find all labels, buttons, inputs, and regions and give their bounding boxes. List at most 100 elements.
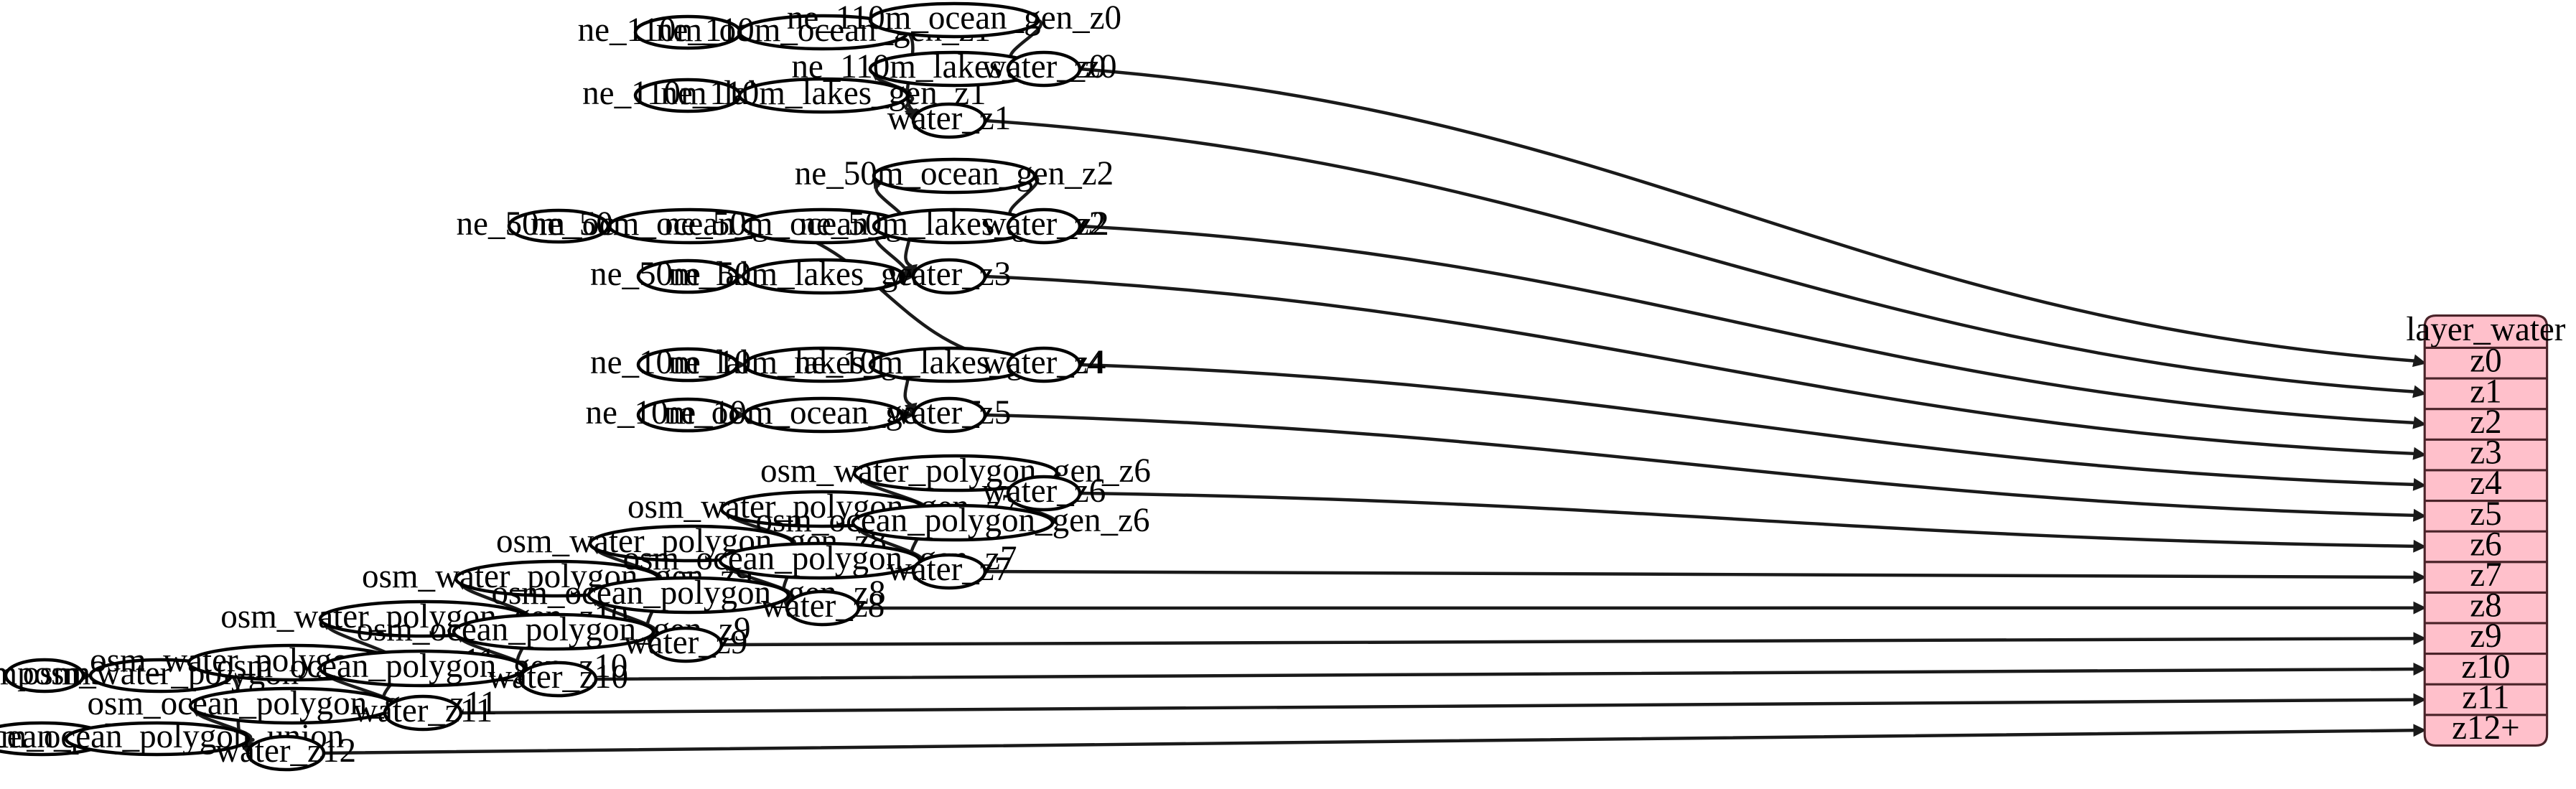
- graph-edge-arrowhead: [2412, 447, 2427, 460]
- node-label: water_z9: [624, 624, 748, 661]
- node-label: water_z8: [761, 587, 885, 625]
- graph-node-osm_water_polygon_gen_z9[interactable]: osm_water_polygon_gen_z9: [362, 558, 752, 598]
- table-row-label: z11: [2462, 678, 2509, 716]
- node-label: water_z4: [982, 344, 1106, 381]
- node-ellipse: [452, 612, 655, 651]
- node-ellipse: [785, 589, 861, 627]
- graph-node-water_z1[interactable]: water_z1: [887, 100, 1012, 139]
- graph-edge: [721, 637, 2414, 647]
- node-label: water_z12: [215, 732, 356, 770]
- graph-node-ne_50m_ocean_gen_z2[interactable]: ne_50m_ocean_gen_z2: [795, 155, 1114, 195]
- table-row-label: z10: [2461, 648, 2510, 686]
- node-ellipse: [741, 258, 906, 295]
- graph-edge-arrowhead: [2412, 354, 2427, 368]
- node-label: osm_ocean_polygon_gen_z6: [755, 502, 1149, 539]
- node-ellipse: [872, 157, 1037, 195]
- graph-node-osm_ocean_polygon_gen_z6[interactable]: osm_ocean_polygon_gen_z6: [755, 502, 1150, 542]
- graph-node-ne_10m_lakes[interactable]: ne_10m_lakes: [590, 344, 785, 383]
- graph-edge-arrowhead: [2413, 571, 2427, 584]
- node-ellipse: [911, 102, 987, 139]
- node-ellipse: [1006, 50, 1082, 88]
- graph-node-osm_ocean_polygon_gen_z7[interactable]: osm_ocean_polygon_gen_z7: [622, 540, 1017, 580]
- node-ellipse: [852, 454, 1059, 492]
- graph-edge-arrowhead: [2412, 477, 2427, 491]
- table-row-label: z12+: [2452, 709, 2520, 747]
- graph-edge-arrowhead: [2412, 385, 2427, 398]
- graph-edge: [1079, 67, 2415, 363]
- node-ellipse: [868, 1, 1040, 39]
- graph-node-ne_110m_ocean_gen_z0[interactable]: ne_110m_ocean_gen_z0: [787, 0, 1121, 39]
- graph-edge-arrowhead: [2412, 416, 2427, 429]
- node-ellipse: [1006, 207, 1082, 245]
- table-row-label: z7: [2470, 556, 2501, 594]
- node-ellipse: [911, 258, 987, 295]
- graph-edge: [595, 667, 2414, 681]
- layer-water-table: layer_waterz0z1z2z3z4z5z6z7z8z9z10z11z12…: [2406, 311, 2565, 747]
- table-row-label: z8: [2470, 587, 2501, 625]
- node-ellipse: [648, 626, 724, 663]
- node-ellipse: [636, 397, 739, 433]
- node-ellipse: [318, 649, 526, 688]
- graph-edge: [1079, 491, 2414, 548]
- node-label: water_z6: [982, 472, 1106, 510]
- table-row-label: z2: [2470, 403, 2501, 441]
- graph-edge-arrowhead: [2413, 632, 2427, 645]
- graph-edge: [1079, 224, 2414, 425]
- graph-node-osm_water_polygon_gen_z6[interactable]: osm_water_polygon_gen_z6: [760, 452, 1151, 492]
- node-ellipse: [911, 396, 987, 434]
- graph-node-water_z12[interactable]: water_z12: [215, 732, 356, 772]
- node-ellipse: [636, 347, 739, 383]
- graph-node-water_z5[interactable]: water_z5: [887, 394, 1012, 434]
- node-ellipse: [64, 721, 251, 757]
- graph-node-water_z4[interactable]: water_z4: [982, 344, 1106, 383]
- graph-node-water_z0[interactable]: water_z0: [982, 48, 1106, 88]
- graph-node-ne_10m_ocean_gen_z5[interactable]: ne_10m_ocean_gen_z5: [664, 394, 983, 434]
- graph-edge: [984, 118, 2415, 393]
- node-ellipse: [911, 553, 987, 590]
- graph-node-water_z11[interactable]: water_z11: [353, 692, 493, 732]
- graph-edge: [984, 413, 2414, 518]
- graph-node-water_z6[interactable]: water_z6: [982, 472, 1106, 512]
- graph-edge-arrowhead: [2413, 601, 2427, 615]
- node-ellipse: [246, 734, 326, 772]
- node-label: water_z10: [487, 658, 628, 696]
- graph-edge: [1079, 363, 2414, 487]
- nodes-layer: imposm3osm_water_polygonosm_ocean_polygo…: [0, 0, 1151, 772]
- graph-edge-arrowhead: [2412, 508, 2427, 522]
- node-label: water_z2: [982, 205, 1106, 243]
- graph-edge: [904, 93, 915, 112]
- graph-edge-arrowhead: [2413, 693, 2427, 706]
- graph-node-water_z7[interactable]: water_z7: [887, 551, 1012, 590]
- graph-node-water_z2[interactable]: water_z2: [982, 205, 1106, 245]
- table-row-label: z6: [2470, 526, 2501, 563]
- node-label: water_z0: [982, 48, 1106, 85]
- graph-edge: [323, 729, 2414, 755]
- graph-edge-arrowhead: [2413, 539, 2427, 553]
- node-ellipse: [737, 77, 910, 114]
- graph-edge: [984, 274, 2414, 456]
- table-row-label: z3: [2470, 434, 2501, 472]
- table-row-label: z1: [2470, 373, 2501, 410]
- graph-node-water_z10[interactable]: water_z10: [487, 658, 628, 698]
- graph-edge: [984, 569, 2414, 579]
- node-label: water_z5: [887, 394, 1012, 431]
- node-label: water_z1: [887, 100, 1012, 137]
- node-label: ne_110m_ocean_gen_z0: [787, 0, 1121, 37]
- graph-edge-arrowhead: [2413, 663, 2427, 676]
- graph-node-water_z9[interactable]: water_z9: [624, 624, 748, 663]
- node-label: osm_water_polygon_gen_z6: [760, 452, 1151, 490]
- node-label: ne_50m_ocean_gen_z2: [795, 155, 1114, 192]
- node-ellipse: [1006, 475, 1082, 512]
- node-ellipse: [587, 576, 790, 615]
- table-row-label: z0: [2470, 342, 2501, 380]
- node-ellipse: [383, 694, 463, 732]
- node-ellipse: [742, 396, 905, 434]
- table-row-label: z4: [2470, 464, 2501, 502]
- table-row-label: z9: [2470, 617, 2501, 655]
- layer-water-title: layer_water: [2406, 311, 2565, 348]
- graph-node-water_z8[interactable]: water_z8: [761, 587, 885, 627]
- layer-water-record: layer_waterz0z1z2z3z4z5z6z7z8z9z10z11z12…: [2406, 311, 2565, 747]
- node-label: water_z11: [353, 692, 493, 729]
- graph-node-water_z3[interactable]: water_z3: [887, 256, 1012, 295]
